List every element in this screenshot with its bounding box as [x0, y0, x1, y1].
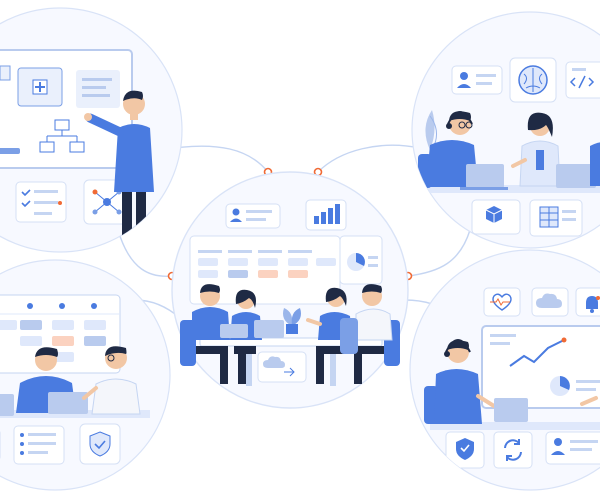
- laptop: [460, 164, 508, 190]
- laptop: [220, 320, 284, 338]
- pie-chart-icon: [550, 376, 570, 396]
- line-chart-icon: [509, 337, 567, 367]
- scene-presentation: [0, 7, 183, 253]
- bell-icon: [575, 287, 600, 317]
- spreadsheet-icon: [529, 199, 583, 237]
- heart-pulse-icon: [483, 287, 521, 317]
- kanban-columns: [198, 250, 336, 278]
- headset-agent-person: [424, 339, 496, 424]
- plant-icon: [283, 308, 301, 334]
- scene-central-meeting: [171, 171, 409, 409]
- cloud-sync-icon: [257, 351, 307, 383]
- cloud-icon: [531, 287, 569, 317]
- shield-check-icon: [445, 431, 485, 469]
- sync-icon: [493, 431, 533, 469]
- glasses-person: [82, 346, 141, 415]
- scene-monitoring: [409, 249, 600, 491]
- kanban-board-icon: [0, 294, 121, 374]
- cube-icon: [471, 199, 521, 235]
- user-card-icon: [451, 65, 503, 95]
- pie-chart-icon: [339, 235, 383, 285]
- profile-card-icon: [545, 431, 600, 465]
- checklist-icon: [15, 181, 67, 223]
- dashboard-monitor: [481, 325, 600, 409]
- bar-chart-icon: [305, 199, 347, 231]
- scene-ai-support: [411, 11, 600, 249]
- shield-check-icon: [79, 423, 121, 465]
- hospital-diagram-icon: [17, 67, 63, 107]
- brain-icon: [509, 57, 557, 103]
- user-card-icon: [225, 203, 281, 229]
- list-icon: [13, 425, 65, 465]
- presenter-person: [84, 90, 154, 240]
- meeting-person-4: [354, 284, 400, 384]
- colleague-person: [511, 112, 561, 187]
- scene-kanban-team: [0, 259, 171, 491]
- code-icon: [565, 61, 600, 99]
- flowchart-icon: [39, 119, 85, 153]
